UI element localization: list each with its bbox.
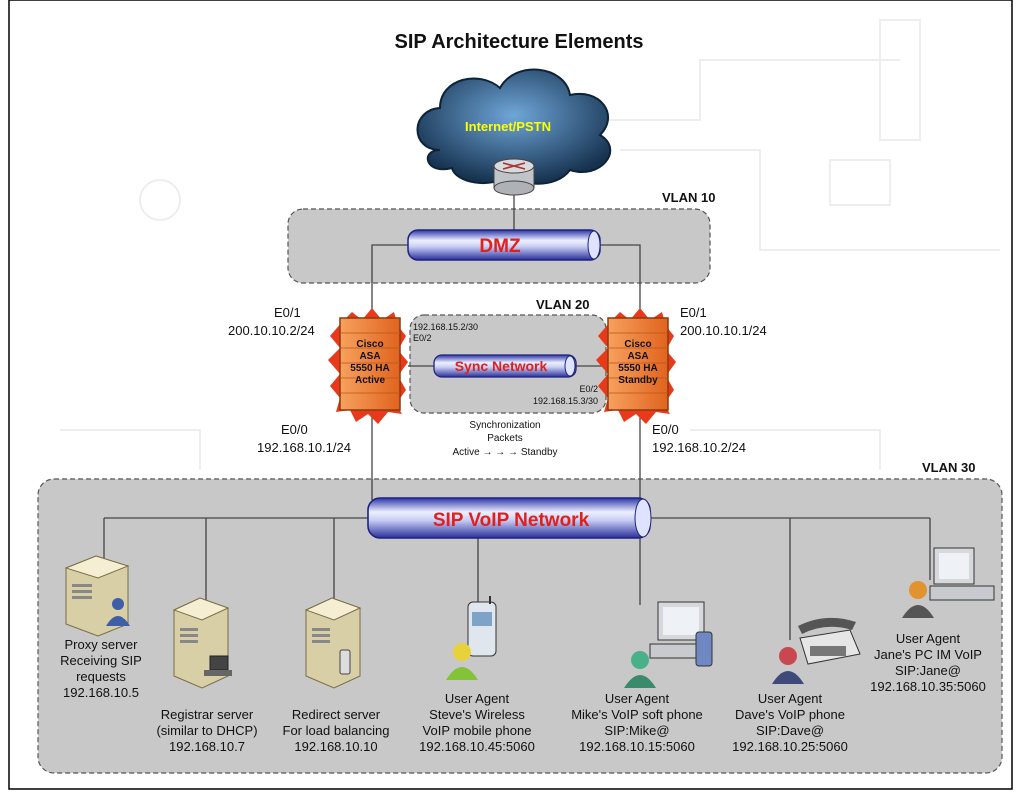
fw-right-line2: ASA — [627, 351, 648, 362]
proxy-server-icon — [64, 555, 130, 637]
proxy-line2: Receiving SIP — [60, 653, 142, 668]
mike-line3: SIP:Mike@ — [604, 723, 669, 738]
mike-line1: User Agent — [605, 691, 670, 706]
dmz-label: DMZ — [479, 236, 521, 257]
sync-right-port: E0/2 — [579, 384, 598, 394]
background-decoration — [60, 19, 1000, 470]
diagram-title: SIP Architecture Elements — [395, 31, 644, 53]
fw-left-line2: ASA — [359, 351, 380, 362]
vlan30-zone — [37, 478, 1003, 774]
dave-line2: Dave's VoIP phone — [735, 707, 845, 722]
redirect-line1: Redirect server — [292, 707, 381, 722]
fw-right-outside-port: E0/1 — [680, 305, 707, 320]
jane-line3: SIP:Jane@ — [895, 663, 961, 678]
proxy-line3: requests — [76, 669, 126, 684]
fw-right-outside-ip: 200.10.10.1/24 — [680, 323, 767, 338]
registrar-line2: (similar to DHCP) — [156, 723, 257, 738]
firewall-standby-icon — [596, 308, 676, 424]
sync-packets-line3: Active → → → Standby — [452, 447, 557, 458]
sip-voip-pipe — [367, 497, 652, 539]
mike-line4: 192.168.10.15:5060 — [579, 739, 695, 754]
sync-right-ip: 192.168.15.3/30 — [533, 396, 598, 406]
registrar-line1: Registrar server — [161, 707, 254, 722]
sync-network-label: Sync Network — [455, 358, 548, 374]
firewall-active-icon — [328, 308, 408, 424]
redirect-server-icon — [304, 597, 362, 689]
jane-line4: 192.168.10.35:5060 — [870, 679, 986, 694]
dmz-pipe — [407, 229, 601, 261]
jane-line1: User Agent — [896, 631, 961, 646]
sync-packets-line1: Synchronization — [469, 420, 540, 431]
sip-voip-label: SIP VoIP Network — [433, 510, 590, 531]
steve-line4: 192.168.10.45:5060 — [419, 739, 535, 754]
proxy-line1: Proxy server — [65, 637, 139, 652]
fw-left-inside-port: E0/0 — [281, 422, 308, 437]
pc-softphone-icon — [624, 601, 713, 688]
redirect-line3: 192.168.10.10 — [294, 739, 377, 754]
vlan10-label: VLAN 10 — [662, 190, 715, 205]
registrar-server-icon — [172, 597, 232, 689]
sync-network-pipe — [433, 354, 577, 378]
fw-right-inside-port: E0/0 — [652, 422, 679, 437]
steve-line2: Steve's Wireless — [429, 707, 525, 722]
desk-phone-icon — [772, 617, 861, 684]
fw-right-line3: 5550 HA — [618, 363, 657, 374]
fw-left-line4: Active — [355, 375, 385, 386]
vlan20-label: VLAN 20 — [536, 297, 589, 312]
jane-line2: Jane's PC IM VoIP — [874, 647, 982, 662]
vlan30-label: VLAN 30 — [922, 460, 975, 475]
fw-left-outside-ip: 200.10.10.2/24 — [228, 323, 315, 338]
sync-left-ip: 192.168.15.2/30 — [413, 322, 478, 332]
router-icon — [493, 158, 535, 196]
proxy-line4: 192.168.10.5 — [63, 685, 139, 700]
fw-left-inside-ip: 192.168.10.1/24 — [257, 440, 351, 455]
dave-line1: User Agent — [758, 691, 823, 706]
steve-line3: VoIP mobile phone — [423, 723, 532, 738]
registrar-line3: 192.168.10.7 — [169, 739, 245, 754]
steve-line1: User Agent — [445, 691, 510, 706]
mike-line2: Mike's VoIP soft phone — [571, 707, 703, 722]
fw-right-line4: Standby — [618, 375, 658, 386]
dave-line3: SIP:Dave@ — [756, 723, 824, 738]
fw-left-outside-port: E0/1 — [274, 305, 301, 320]
fw-right-line1: Cisco — [624, 339, 651, 350]
redirect-line2: For load balancing — [283, 723, 390, 738]
cloud-label: Internet/PSTN — [465, 119, 551, 134]
pc-im-icon — [902, 547, 995, 618]
mobile-phone-icon — [446, 596, 497, 680]
dave-line4: 192.168.10.25:5060 — [732, 739, 848, 754]
sync-left-port: E0/2 — [413, 333, 432, 343]
sync-packets-line2: Packets — [487, 433, 523, 444]
fw-left-line1: Cisco — [356, 339, 383, 350]
fw-right-inside-ip: 192.168.10.2/24 — [652, 440, 746, 455]
internet-cloud-icon — [416, 68, 612, 185]
fw-left-line3: 5550 HA — [350, 363, 389, 374]
